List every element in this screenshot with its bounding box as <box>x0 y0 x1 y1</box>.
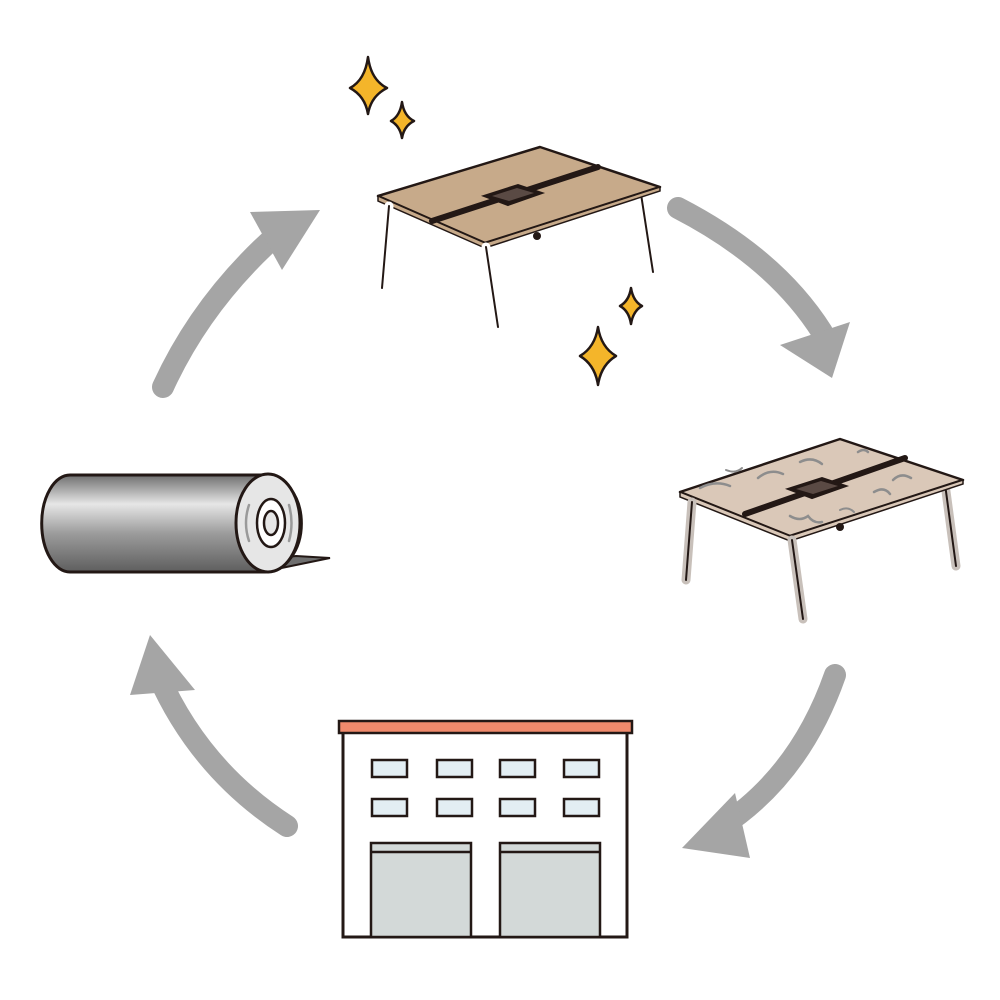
sparkle-icon <box>348 55 644 387</box>
factory-icon <box>337 719 634 939</box>
arrow-new-table-to-used-table <box>667 197 850 378</box>
factory-windows <box>370 758 601 818</box>
arrow-used-table-to-factory <box>682 664 846 858</box>
worn-table-icon <box>678 437 965 624</box>
arrow-roll-to-new-table <box>152 210 320 398</box>
sheet-roll-icon <box>40 472 331 574</box>
arrow-factory-to-roll <box>130 635 298 837</box>
factory-shutter-doors <box>369 841 602 939</box>
scratch-marks <box>698 448 913 524</box>
clean-table-icon <box>376 145 662 332</box>
